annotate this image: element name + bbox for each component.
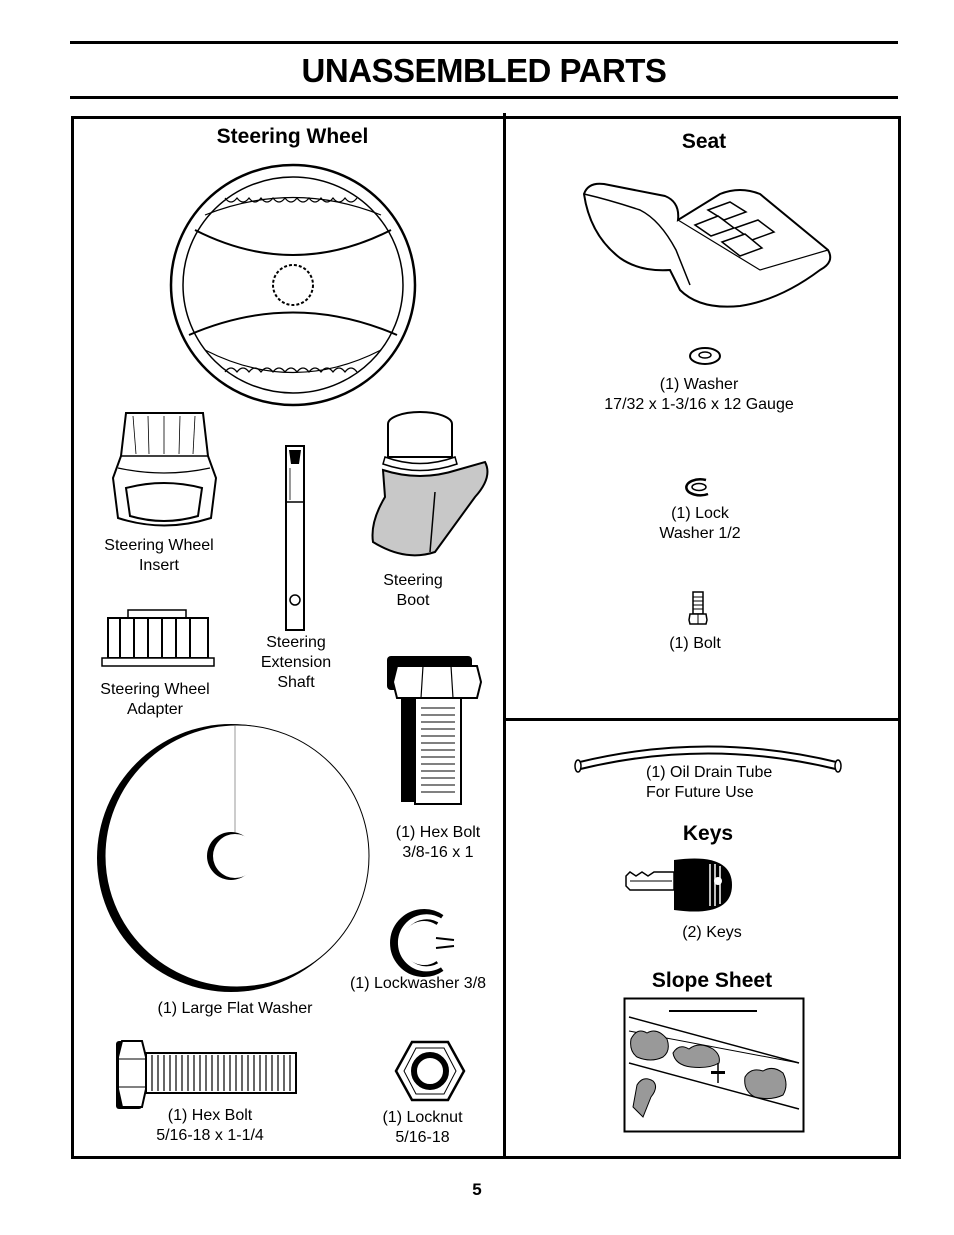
steering-boot-icon xyxy=(371,411,489,557)
lockwasher-3-8-icon xyxy=(390,909,455,977)
large-flat-washer-icon xyxy=(97,724,370,992)
top-rule xyxy=(70,41,898,44)
locknut-5-16-icon xyxy=(394,1040,466,1102)
steering-wheel-icon xyxy=(169,163,417,407)
oil-drain-tube-icon xyxy=(574,745,842,773)
seat-icon xyxy=(582,182,832,308)
bolt-label: (1) Bolt xyxy=(669,635,721,652)
hex-bolt-5-16-icon xyxy=(116,1040,297,1109)
right-section-divider xyxy=(505,718,899,721)
steering-wheel-heading: Steering Wheel xyxy=(216,125,369,148)
slope-sheet-heading: Slope Sheet xyxy=(651,969,773,992)
slope-sheet-icon xyxy=(623,997,805,1133)
steering-wheel-adapter-icon xyxy=(101,609,215,667)
seat-heading: Seat xyxy=(681,130,727,153)
washer-icon xyxy=(689,347,721,365)
lock-washer-1-2-icon xyxy=(685,478,709,497)
lockwasher-3-8-label: (1) Lockwasher 3/8 xyxy=(349,975,487,992)
bolt-icon xyxy=(688,591,708,625)
keys-label: (2) Keys xyxy=(682,924,742,941)
keys-heading: Keys xyxy=(682,822,734,845)
hex-bolt-3-8-icon xyxy=(387,656,483,805)
page-number: 5 xyxy=(472,1180,482,1199)
column-divider xyxy=(503,113,506,1159)
page-title: UNASSEMBLED PARTS xyxy=(301,52,667,89)
steering-wheel-insert-icon xyxy=(111,412,218,527)
title-underline xyxy=(70,96,898,99)
parts-frame xyxy=(71,116,901,1159)
large-flat-washer-label: (1) Large Flat Washer xyxy=(157,1000,313,1017)
steering-extension-shaft-icon xyxy=(285,445,305,631)
key-icon xyxy=(625,858,732,912)
